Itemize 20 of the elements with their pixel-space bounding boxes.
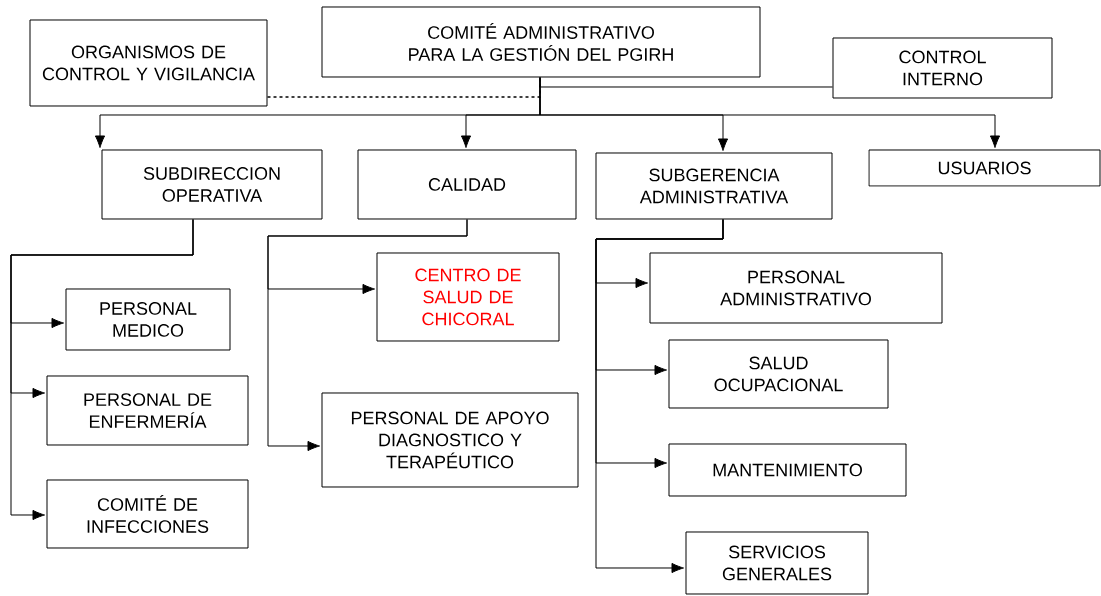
connector-arrow xyxy=(10,219,194,521)
org-box: PERSONAL DE APOYO DIAGNOSTICO Y TERAPÉUTICO xyxy=(321,392,579,488)
org-box: PERSONAL DE ENFERMERÍA xyxy=(46,375,249,446)
org-box: SUBGERENCIA ADMINISTRATIVA xyxy=(595,152,833,220)
org-box: MANTENIMIENTO xyxy=(668,443,907,497)
org-box: ORGANISMOS DE CONTROL Y VIGILANCIA xyxy=(29,19,268,107)
org-box: USUARIOS xyxy=(868,149,1101,187)
org-box: CENTRO DE SALUD DE CHICORAL xyxy=(376,252,560,342)
org-box: SERVICIOS GENERALES xyxy=(685,531,869,595)
org-box: CALIDAD xyxy=(357,149,577,220)
connector-arrow xyxy=(539,77,1001,148)
org-box: COMITÉ DE INFECCIONES xyxy=(46,479,249,549)
org-box: SUBDIRECCION OPERATIVA xyxy=(101,149,323,220)
org-box: COMITÉ ADMINISTRATIVO PARA LA GESTIÓN DEL PGIRH xyxy=(321,6,761,78)
org-box: PERSONAL MEDICO xyxy=(65,288,231,351)
connector-arrow xyxy=(595,219,724,574)
connector-arrow xyxy=(267,219,468,452)
org-box: CONTROL INTERNO xyxy=(832,37,1053,99)
org-box: PERSONAL ADMINISTRATIVO xyxy=(649,252,943,324)
org-box: SALUD OCUPACIONAL xyxy=(668,339,889,409)
